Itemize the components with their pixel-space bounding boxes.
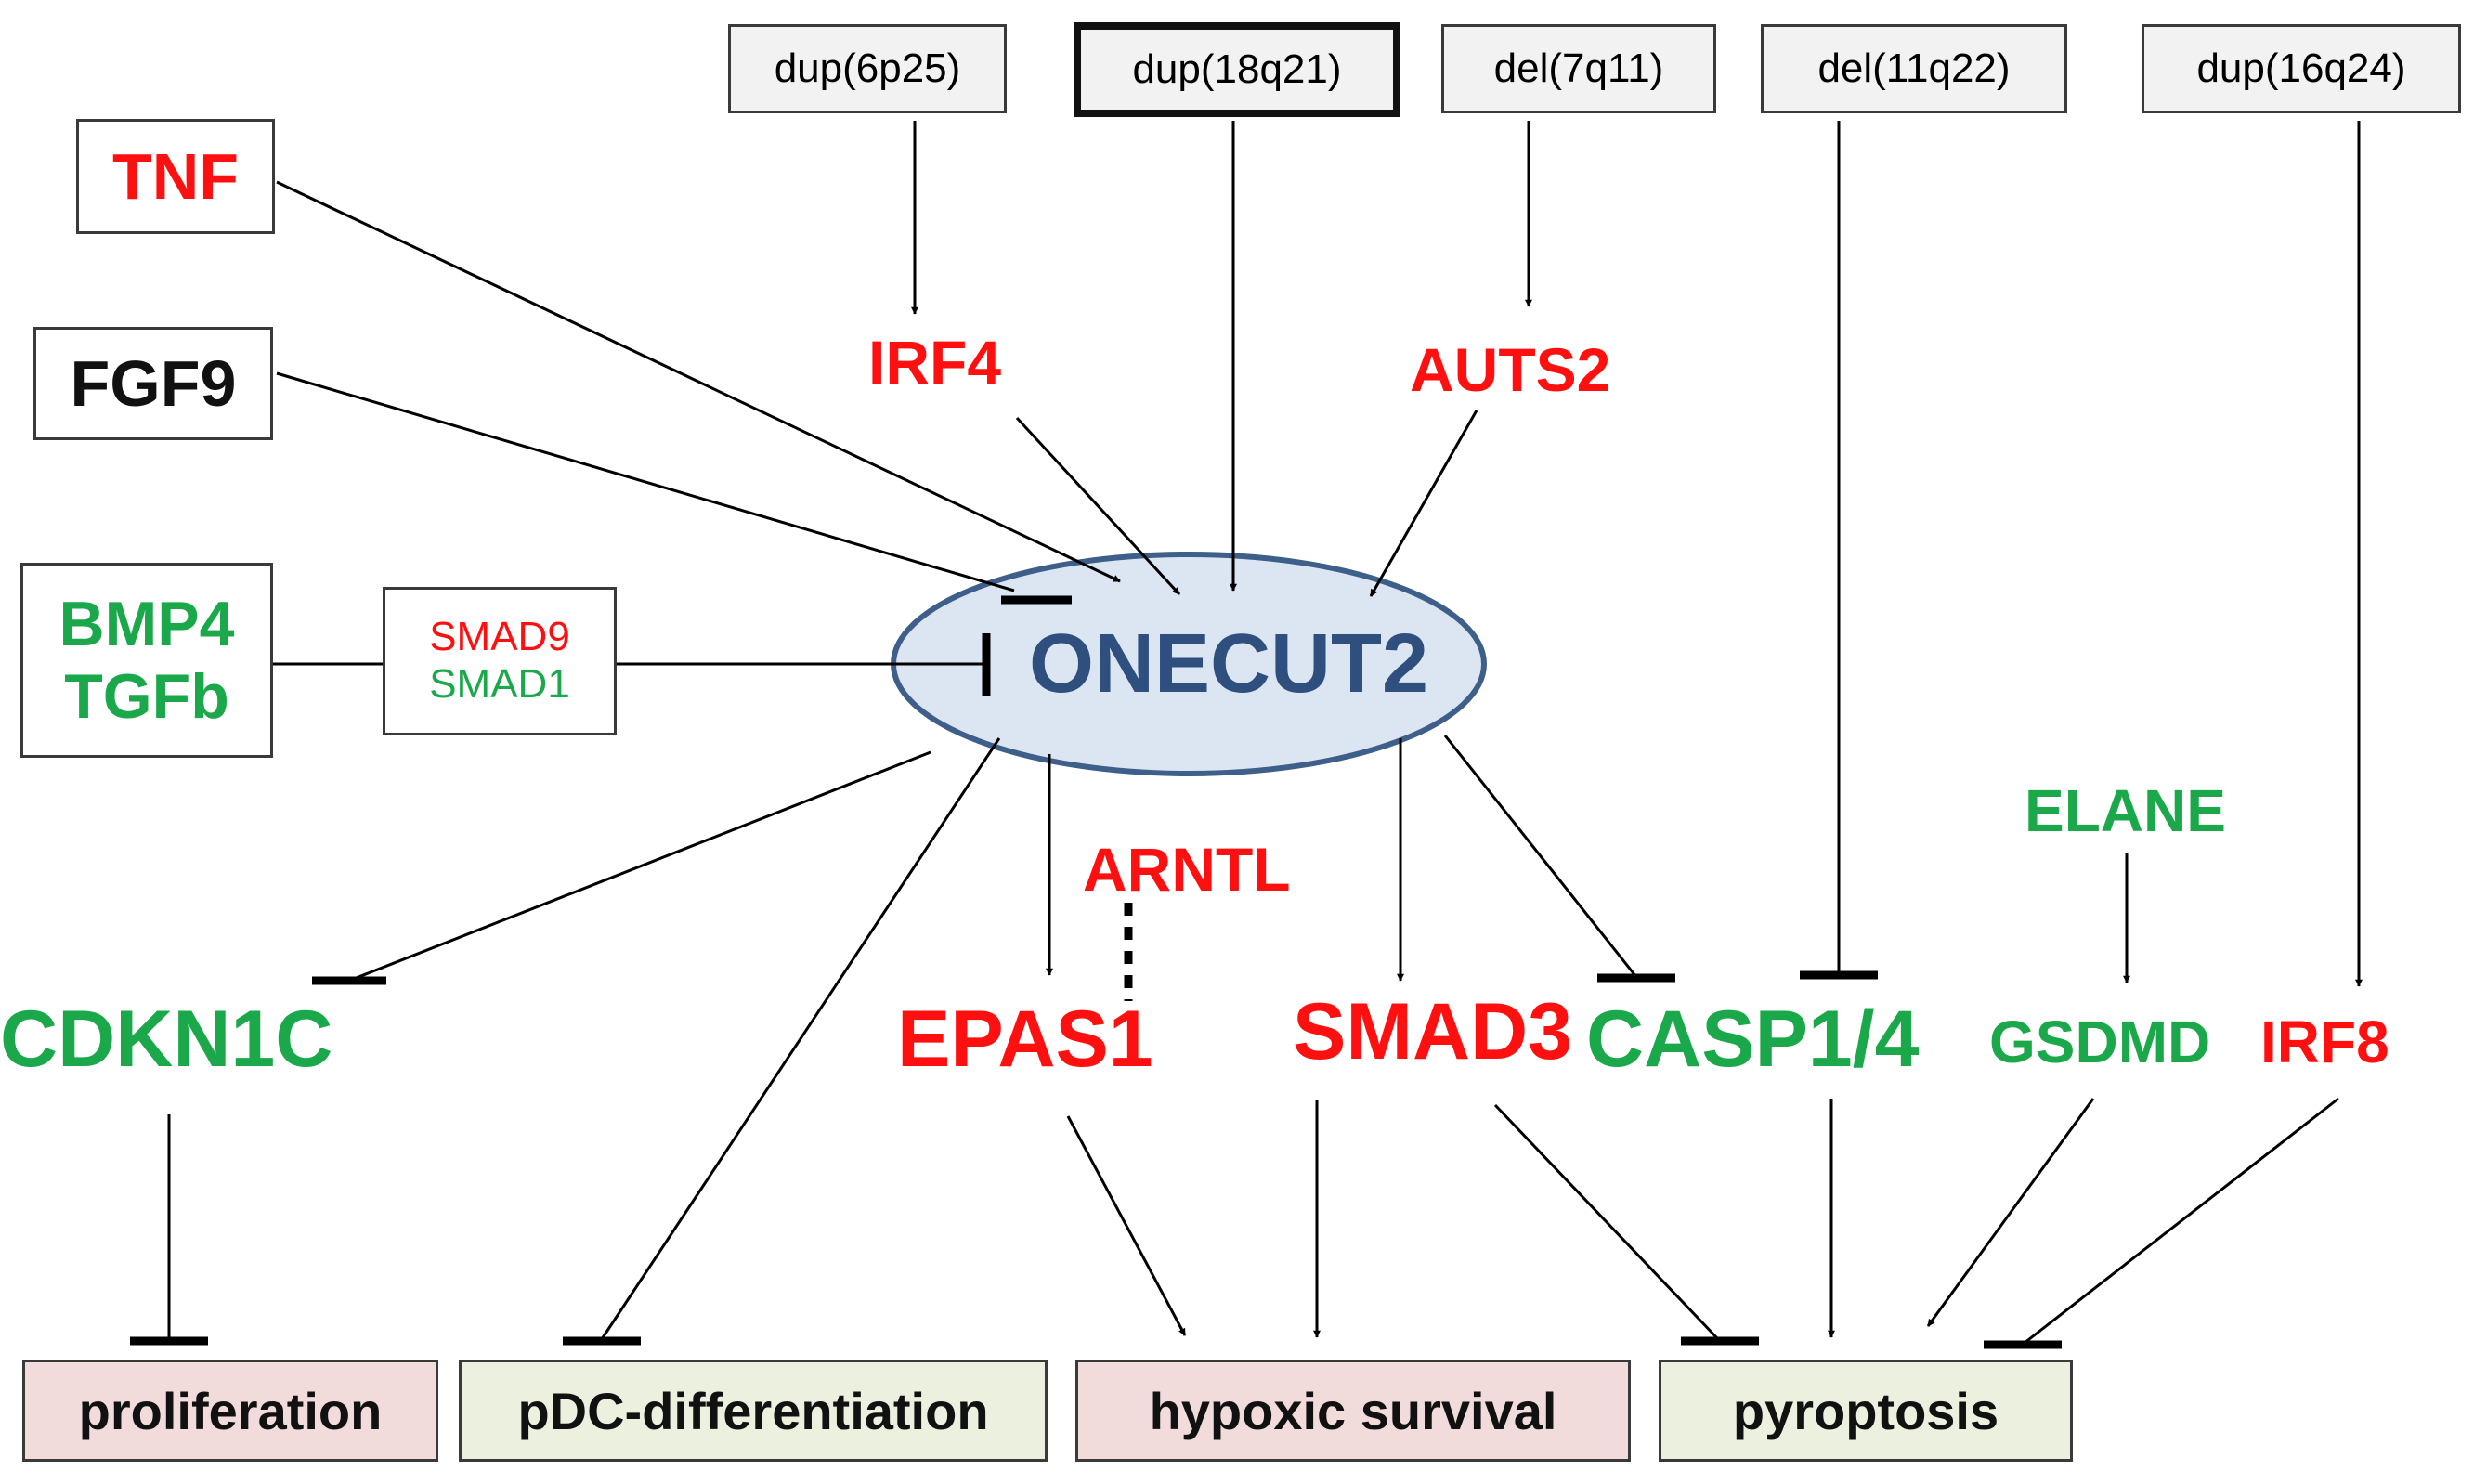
outcome-box-hypoxic-survival: hypoxic survival	[1075, 1360, 1631, 1462]
chromosome-label: dup(16q24)	[2196, 46, 2406, 91]
outcome-label: hypoxic survival	[1149, 1381, 1557, 1440]
edge-smad3-pyroptosis	[1493, 1103, 1720, 1341]
gene-label-tnf: TNF	[111, 140, 240, 213]
gene-label-smad1: SMAD1	[429, 661, 570, 707]
edge-gsdmd-pyroptosis	[1926, 1098, 2095, 1327]
chromosome-box-dup16q24: dup(16q24)	[2142, 24, 2461, 113]
outcome-label: proliferation	[78, 1381, 383, 1440]
gene-label-gsdmd: GSDMD	[1989, 1009, 2211, 1075]
gene-label-arntl: ARNTL	[1083, 835, 1291, 904]
edge-irf4-onecut2	[1015, 416, 1181, 596]
outcome-label: pyroptosis	[1732, 1381, 1999, 1440]
edge-onecut2-pdc	[600, 737, 1001, 1340]
chromosome-box-dup18q21: dup(18q21)	[1074, 22, 1400, 117]
gene-label-fgf9: FGF9	[70, 347, 237, 420]
chromosome-label: dup(18q21)	[1132, 46, 1342, 92]
chromosome-label: del(11q22)	[1817, 46, 2011, 91]
onecut2-label: ONECUT2	[1029, 618, 1429, 710]
gene-label-auts2: AUTS2	[1410, 335, 1611, 404]
chromosome-box-del11q22: del(11q22)	[1761, 24, 2067, 113]
gene-label-smad9: SMAD9	[429, 614, 570, 660]
chromosome-box-dup6p25: dup(6p25)	[728, 24, 1007, 113]
gene-label-elane: ELANE	[2025, 777, 2226, 844]
gene-label-irf4: IRF4	[868, 328, 1002, 397]
chromosome-label: del(7q11)	[1493, 46, 1664, 91]
edge-irf8-pyroptosis	[2024, 1097, 2339, 1345]
edge-onecut2-casp14	[1443, 735, 1638, 978]
gene-label-smad3: SMAD3	[1293, 987, 1573, 1076]
input-box-bmp4-tgfb: BMP4 TGFb	[20, 563, 273, 758]
chromosome-box-del7q11: del(7q11)	[1441, 24, 1716, 113]
gene-label-cdkn1c: CDKN1C	[0, 995, 333, 1084]
edge-onecut2-cdkn1c	[348, 750, 931, 983]
gene-label-casp14: CASP1/4	[1586, 995, 1920, 1084]
outcome-label: pDC-differentiation	[517, 1381, 989, 1440]
edge-epas1-hypoxic	[1066, 1115, 1187, 1336]
gene-label-epas1: EPAS1	[897, 995, 1153, 1084]
gene-label-bmp4: BMP4	[59, 588, 235, 659]
edge-auts2-onecut2	[1369, 410, 1478, 597]
smad-box: SMAD9 SMAD1	[383, 587, 617, 735]
input-box-fgf9: FGF9	[33, 327, 273, 440]
chromosome-label: dup(6p25)	[774, 46, 961, 91]
input-box-tnf: TNF	[76, 119, 275, 234]
gene-label-irf8: IRF8	[2260, 1009, 2389, 1075]
outcome-box-pyroptosis: pyroptosis	[1659, 1360, 2073, 1462]
outcome-box-pdc-differentiation: pDC-differentiation	[459, 1360, 1048, 1462]
edge-fgf9-onecut2	[276, 371, 1015, 592]
gene-label-tgfb: TGFb	[64, 661, 229, 732]
edge-tnf-onecut2	[276, 180, 1121, 583]
outcome-box-proliferation: proliferation	[22, 1360, 438, 1462]
